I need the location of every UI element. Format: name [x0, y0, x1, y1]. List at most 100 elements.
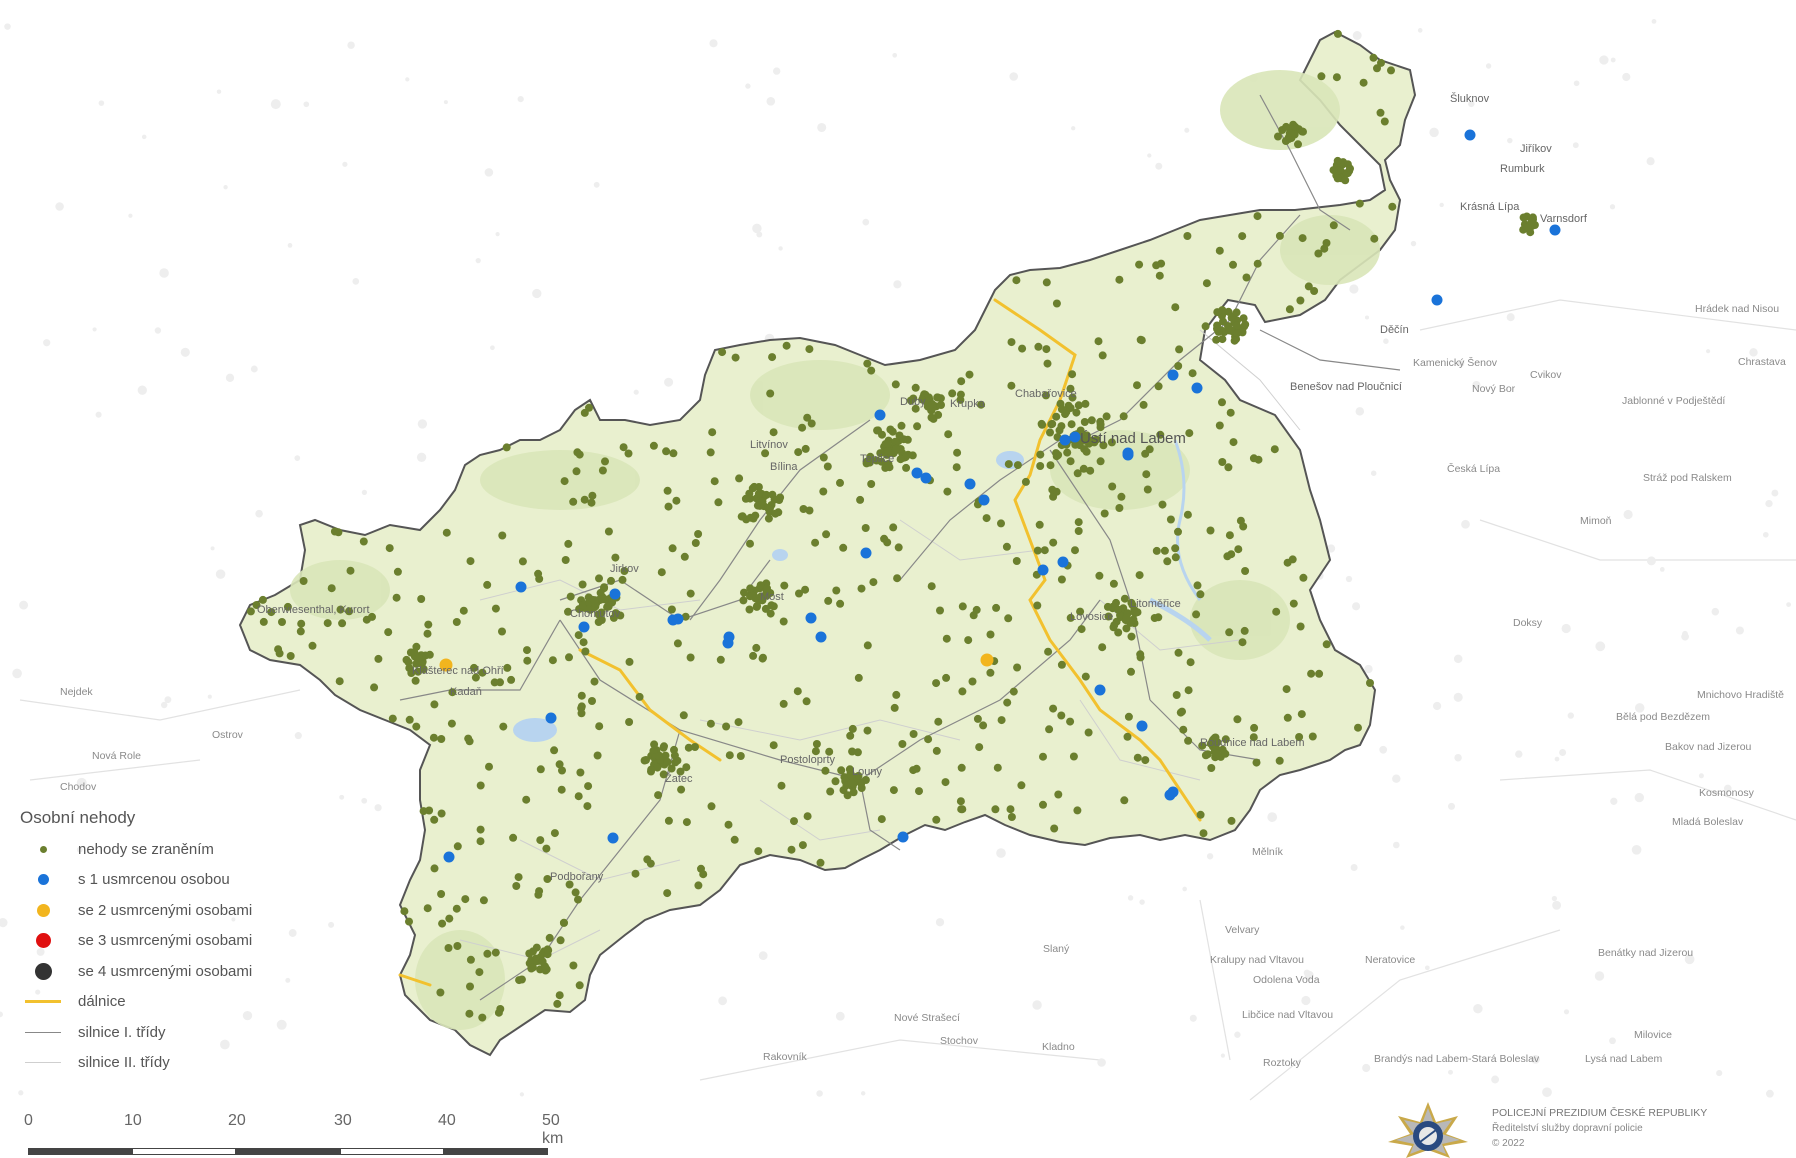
injury-accident-marker — [490, 678, 499, 687]
settlement-dot — [231, 917, 236, 922]
place-label: Hrádek nad Nisou — [1695, 303, 1779, 315]
injury-accident-marker — [1145, 445, 1154, 454]
injury-accident-marker — [1369, 53, 1378, 62]
injury-accident-marker — [587, 498, 596, 507]
injury-accident-marker — [616, 611, 625, 620]
place-label: Velvary — [1225, 924, 1260, 936]
fatal-1-accident-marker — [1431, 294, 1443, 306]
place-label: Krásná Lípa — [1460, 201, 1520, 213]
injury-accident-marker — [385, 544, 394, 553]
injury-accident-marker — [1233, 329, 1242, 338]
injury-accident-marker — [883, 446, 892, 455]
injury-accident-marker — [1136, 650, 1145, 659]
injury-accident-marker — [1013, 663, 1022, 672]
place-label: Stráž pod Ralskem — [1643, 472, 1732, 484]
injury-accident-marker — [1117, 492, 1126, 501]
settlement-dot — [417, 419, 428, 429]
injury-accident-marker — [555, 760, 564, 769]
injury-accident-marker — [1156, 430, 1165, 439]
settlement-dot — [285, 977, 291, 983]
injury-accident-marker — [498, 627, 506, 636]
injury-accident-marker — [1163, 557, 1172, 566]
injury-accident-marker — [747, 591, 756, 600]
place-label: Kamenický Šenov — [1413, 356, 1498, 369]
settlement-dot — [1551, 895, 1558, 902]
injury-accident-marker — [1119, 412, 1128, 421]
scale-label: 30 — [334, 1112, 352, 1129]
injury-accident-marker — [1282, 685, 1291, 694]
injury-accident-marker — [749, 651, 758, 660]
injury-accident-marker — [1221, 749, 1230, 758]
settlement-dot — [1762, 531, 1769, 538]
injury-accident-marker — [927, 413, 936, 422]
scale-segment — [132, 1148, 236, 1155]
injury-accident-marker — [1249, 733, 1258, 742]
fatal-1-accident-marker — [1059, 434, 1071, 446]
injury-accident-marker — [1142, 470, 1151, 479]
place-label: Děčín — [1380, 324, 1409, 336]
injury-accident-marker — [1067, 420, 1076, 429]
settlement-dot — [1766, 1089, 1774, 1098]
fatal-1-accident-marker — [897, 831, 909, 843]
injury-accident-marker — [1242, 273, 1251, 282]
injury-accident-marker — [1224, 307, 1233, 316]
injury-accident-marker — [762, 490, 771, 499]
injury-accident-marker — [915, 787, 923, 796]
injury-accident-marker — [590, 677, 599, 686]
place-label: Chabařovice — [1015, 388, 1077, 400]
injury-accident-marker — [1124, 712, 1133, 721]
injury-accident-marker — [595, 574, 603, 583]
injury-accident-marker — [664, 502, 673, 511]
injury-accident-marker — [1333, 156, 1342, 165]
injury-accident-marker — [863, 726, 872, 735]
injury-accident-marker — [483, 580, 492, 589]
injury-accident-marker — [1315, 669, 1324, 678]
injury-accident-marker — [1057, 575, 1066, 584]
fatal-1-accident-marker — [545, 712, 557, 724]
injury-accident-marker — [1519, 213, 1528, 222]
place-label: Odolena Voda — [1253, 974, 1320, 986]
legend-label: silnice II. třídy — [78, 1054, 170, 1072]
injury-accident-marker — [647, 765, 656, 774]
road-2-line-icon — [25, 1062, 61, 1064]
injury-accident-marker — [1035, 520, 1044, 529]
injury-accident-marker — [598, 595, 607, 604]
place-label: Benešov nad Ploučnicí — [1290, 381, 1402, 393]
injury-accident-marker — [766, 389, 775, 398]
settlement-dot — [1453, 654, 1463, 664]
fatal-1-accident-marker — [1094, 684, 1106, 696]
injury-accident-marker — [969, 611, 978, 620]
injury-accident-marker — [1071, 546, 1079, 555]
settlement-dot — [1220, 1053, 1225, 1058]
injury-accident-marker — [756, 581, 765, 590]
injury-accident-marker — [761, 449, 770, 458]
injury-accident-marker — [604, 602, 613, 611]
settlement-dot — [1485, 63, 1492, 69]
place-label: Bělá pod Bezdězem — [1616, 711, 1710, 723]
injury-accident-marker — [957, 763, 966, 772]
injury-accident-marker — [580, 495, 589, 504]
injury-accident-marker — [657, 568, 666, 577]
injury-accident-marker — [448, 688, 457, 697]
settlement-dot — [288, 929, 297, 937]
place-label: Slaný — [1043, 943, 1070, 955]
road-1-line-icon — [25, 1031, 61, 1033]
injury-accident-marker — [758, 497, 767, 506]
injury-accident-marker — [1002, 542, 1011, 551]
settlement-dot — [1424, 965, 1430, 971]
injury-accident-marker — [1307, 669, 1316, 678]
injury-accident-marker — [1040, 546, 1049, 555]
injury-accident-marker — [663, 486, 672, 495]
injury-accident-marker — [909, 394, 918, 403]
injury-accident-marker — [816, 858, 825, 867]
settlement-dot — [1345, 575, 1353, 583]
settlement-dot — [1610, 57, 1616, 63]
injury-accident-marker — [663, 757, 672, 766]
injury-accident-marker — [1137, 336, 1146, 345]
injury-accident-marker — [1172, 691, 1181, 699]
injury-accident-marker — [1283, 713, 1292, 722]
injury-accident-marker — [1066, 717, 1075, 726]
legend-item-road-2: silnice II. třídy — [20, 1048, 320, 1079]
injury-accident-marker — [837, 766, 846, 775]
